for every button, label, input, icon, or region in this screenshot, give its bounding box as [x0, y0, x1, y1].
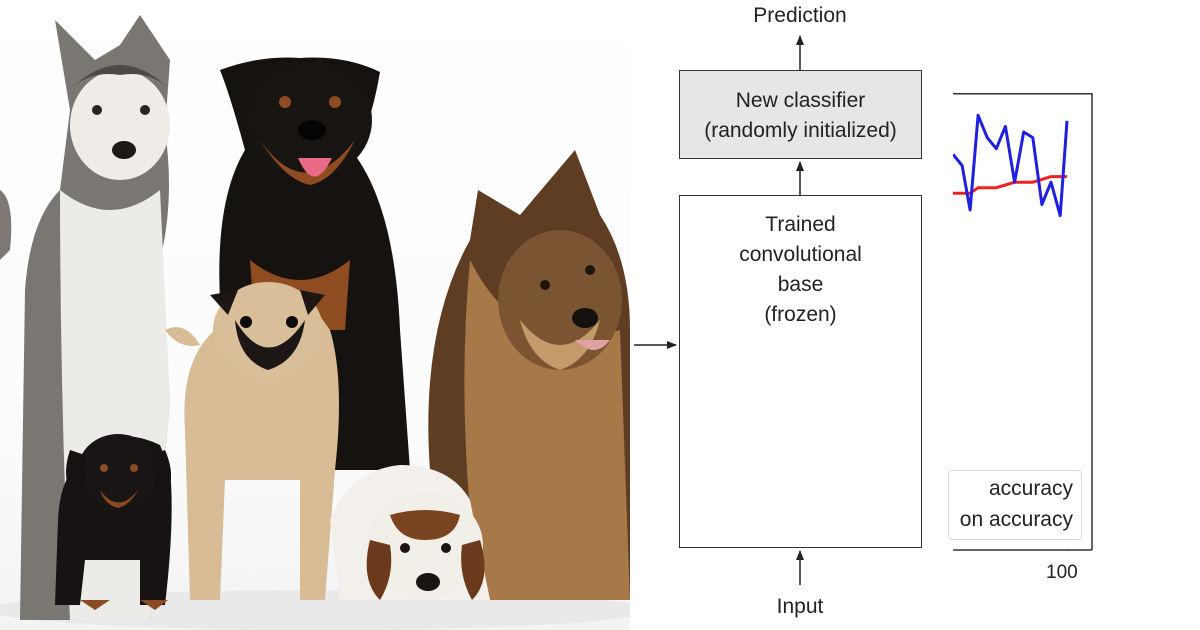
accuracy-chart [953, 93, 1093, 551]
chart-legend: accuracy on accuracy [948, 470, 1082, 540]
classifier-label: New classifier (randomly initialized) [680, 86, 921, 146]
beagle-figure [330, 465, 490, 600]
pug-figure [165, 282, 339, 600]
base-line-2: convolutional [739, 243, 862, 266]
x-tick-label-100: 100 [1046, 562, 1078, 583]
base-line-3: base [777, 273, 824, 296]
series-line-0 [953, 113, 1069, 218]
shepherd-figure [428, 150, 630, 600]
dachshund-figure [55, 434, 172, 610]
legend-entry-validation-accuracy: on accuracy [959, 508, 1073, 531]
dog-group-icon [0, 15, 630, 630]
prediction-label: Prediction [753, 4, 847, 27]
base-line-1: Trained [765, 213, 836, 236]
base-line-4: (frozen) [764, 303, 837, 326]
dog-photo [0, 0, 630, 630]
series-layer [953, 113, 1069, 218]
legend-entry-accuracy: accuracy [988, 477, 1073, 500]
base-label: Trained convolutional base (frozen) [680, 210, 921, 330]
convolutional-base-box: Trained convolutional base (frozen) [679, 195, 922, 548]
classifier-line-2: (randomly initialized) [704, 119, 897, 142]
classifier-line-1: New classifier [735, 89, 866, 112]
classifier-box: New classifier (randomly initialized) [679, 70, 922, 159]
input-label: Input [776, 595, 824, 618]
